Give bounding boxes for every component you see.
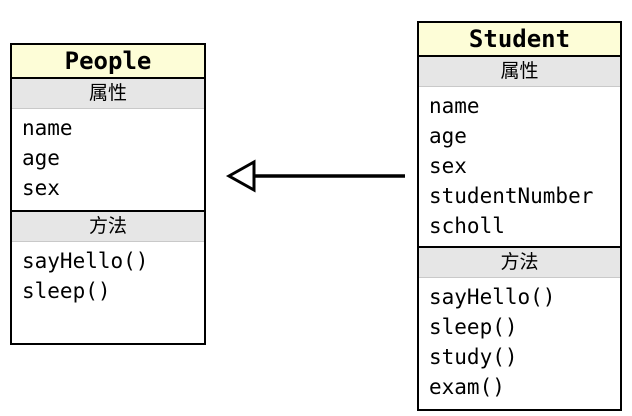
people-methods-list: sayHello() sleep() <box>12 242 204 343</box>
method-item: sleep() <box>22 279 111 303</box>
people-attributes-header: 属性 <box>12 79 204 109</box>
people-attributes-list: name age sex <box>12 109 204 210</box>
people-class-title: People <box>12 45 204 79</box>
method-item: exam() <box>429 375 505 399</box>
method-item: study() <box>429 345 518 369</box>
student-attributes-header: 属性 <box>419 57 620 87</box>
student-methods-header: 方法 <box>419 246 620 278</box>
student-class-title: Student <box>419 23 620 57</box>
student-attributes-list: name age sex studentNumber scholl <box>419 87 620 246</box>
attribute-item: age <box>429 124 467 148</box>
class-box-student: Student 属性 name age sex studentNumber sc… <box>417 21 622 411</box>
generalization-arrow <box>225 159 405 193</box>
attribute-item: name <box>429 94 480 118</box>
student-methods-list: sayHello() sleep() study() exam() <box>419 278 620 409</box>
attribute-item: sex <box>22 176 60 200</box>
attribute-item: studentNumber <box>429 184 594 208</box>
method-item: sayHello() <box>22 249 149 273</box>
method-item: sleep() <box>429 315 518 339</box>
people-methods-header: 方法 <box>12 210 204 242</box>
class-box-people: People 属性 name age sex 方法 sayHello() sle… <box>10 43 206 345</box>
attribute-item: name <box>22 116 73 140</box>
hollow-triangle-arrowhead <box>225 159 256 193</box>
attribute-item: sex <box>429 154 467 178</box>
method-item: sayHello() <box>429 285 556 309</box>
attribute-item: scholl <box>429 214 505 238</box>
attribute-item: age <box>22 146 60 170</box>
